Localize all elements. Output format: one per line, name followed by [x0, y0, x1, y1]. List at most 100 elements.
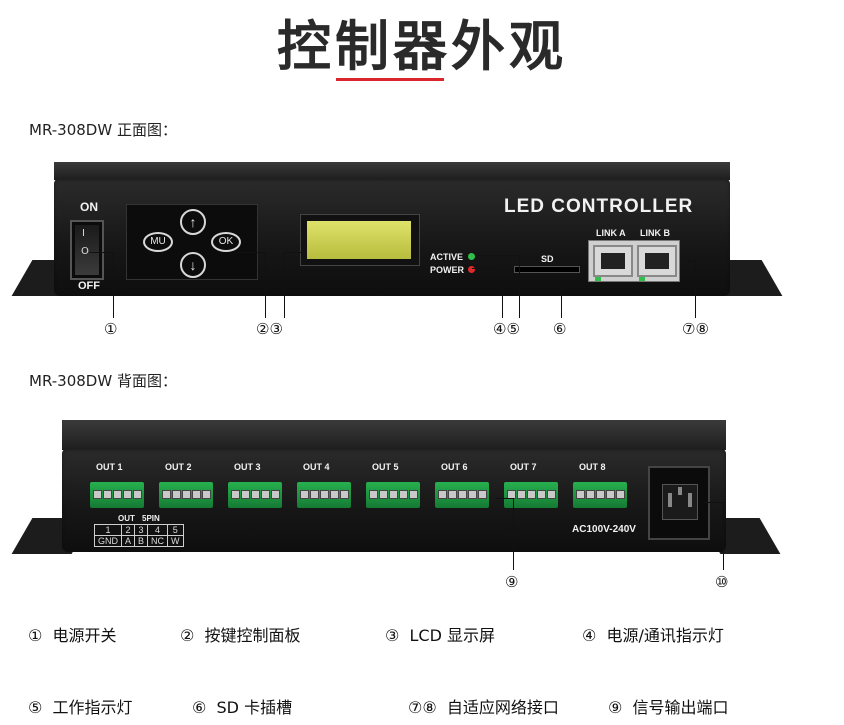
output-terminal-block[interactable] [435, 482, 489, 508]
link-b-port[interactable] [637, 245, 677, 281]
ac-voltage-label: AC100V-240V [572, 524, 636, 535]
page-title: 控制器外观 [277, 15, 567, 78]
down-arrow-button[interactable]: ↓ [180, 252, 206, 278]
switch-o-mark: O [81, 246, 89, 257]
legend-num: ② [180, 626, 195, 645]
terminal-screw [113, 490, 122, 499]
terminal-screw [310, 490, 319, 499]
terminal-screw [468, 490, 477, 499]
terminal-screw [369, 490, 378, 499]
terminal-screw [192, 490, 201, 499]
output-label: OUT 1 [96, 462, 123, 472]
leader-line [513, 498, 514, 570]
callout-2-3: ②③ [256, 320, 283, 338]
callout-7-8: ⑦⑧ [682, 320, 709, 338]
callout-1: ① [104, 320, 118, 338]
terminal-screw [162, 490, 171, 499]
leader-line [688, 260, 696, 261]
output-label: OUT 2 [165, 462, 192, 472]
terminal-screw [606, 490, 615, 499]
leader-line [284, 252, 285, 318]
leader-line [695, 260, 696, 318]
lcd-frame [300, 214, 420, 266]
terminal-screw [399, 490, 408, 499]
terminal-screw [271, 490, 280, 499]
link-a-label: LINK A [596, 228, 626, 238]
terminal-screw [586, 490, 595, 499]
output-terminal-block[interactable] [573, 482, 627, 508]
leader-line [472, 268, 502, 269]
legend-item-3: ③ LCD 显示屏 [385, 622, 495, 646]
legend-num: ⑤ [28, 698, 43, 717]
output-label: OUT 5 [372, 462, 399, 472]
link-a-port[interactable] [593, 245, 633, 281]
link-b-label: LINK B [640, 228, 670, 238]
pin-name-cell: A [120, 535, 136, 547]
sd-label: SD [541, 254, 554, 264]
terminal-screw [537, 490, 546, 499]
terminal-screw [241, 490, 250, 499]
leader-line [476, 255, 520, 256]
legend-num: ⑨ [608, 698, 623, 717]
output-terminal-block[interactable] [90, 482, 144, 508]
terminal-screw [379, 490, 388, 499]
pin-number-cell: 5 [167, 524, 184, 536]
terminal-screw [616, 490, 625, 499]
output-terminal-block[interactable] [297, 482, 351, 508]
pin-number-cell: 3 [134, 524, 149, 536]
legend-num: ⑥ [192, 698, 207, 717]
terminal-screw [202, 490, 211, 499]
ac-power-socket[interactable] [648, 466, 710, 540]
active-led [468, 253, 475, 260]
leader-line [502, 268, 503, 318]
legend-text: LCD 显示屏 [409, 626, 496, 645]
terminal-screw [409, 490, 418, 499]
leader-line [265, 252, 266, 318]
terminal-screw [133, 490, 142, 499]
output-terminal-block[interactable] [366, 482, 420, 508]
output-label: OUT 7 [510, 462, 537, 472]
brand-label: LED CONTROLLER [504, 196, 694, 217]
network-ports-block [588, 240, 680, 282]
legend-item-9: ⑨ 信号输出端口 [608, 694, 729, 718]
active-label: ACTIVE [430, 252, 464, 262]
callout-4-5: ④⑤ [493, 320, 520, 338]
terminal-screw [251, 490, 260, 499]
terminal-screw [231, 490, 240, 499]
terminal-screw [448, 490, 457, 499]
mu-button[interactable]: MU [143, 232, 173, 252]
terminal-screw [478, 490, 487, 499]
terminal-screw [596, 490, 605, 499]
sd-card-slot[interactable] [514, 266, 580, 273]
output-label: OUT 6 [441, 462, 468, 472]
terminal-screw [340, 490, 349, 499]
legend-item-7-8: ⑦⑧ 自适应网络接口 [408, 694, 559, 718]
leader-line [237, 252, 265, 253]
legend-text: 工作指示灯 [52, 698, 133, 717]
keypad-panel: MU OK ↑ ↓ [126, 204, 258, 280]
back-top-face [62, 420, 726, 450]
pin-number-cell: 2 [120, 524, 136, 536]
power-label: POWER [430, 265, 465, 275]
switch-i-mark: I [82, 228, 85, 239]
title-underline [336, 78, 444, 81]
leader-line [723, 502, 724, 570]
terminal-screw [123, 490, 132, 499]
legend-item-5: ⑤ 工作指示灯 [28, 694, 133, 718]
legend-num: ④ [582, 626, 597, 645]
terminal-screw [517, 490, 526, 499]
legend-num: ⑦⑧ [408, 698, 437, 717]
up-arrow-button[interactable]: ↑ [180, 209, 206, 235]
pin-name-cell: NC [147, 535, 169, 547]
pin-name-cell: W [167, 535, 184, 547]
leader-line [90, 252, 114, 253]
output-terminal-block[interactable] [159, 482, 213, 508]
ok-button[interactable]: OK [211, 232, 241, 252]
legend-num: ① [28, 626, 43, 645]
legend-text: 电源开关 [52, 626, 117, 645]
output-terminal-block[interactable] [228, 482, 282, 508]
power-switch[interactable]: I O [70, 220, 104, 280]
